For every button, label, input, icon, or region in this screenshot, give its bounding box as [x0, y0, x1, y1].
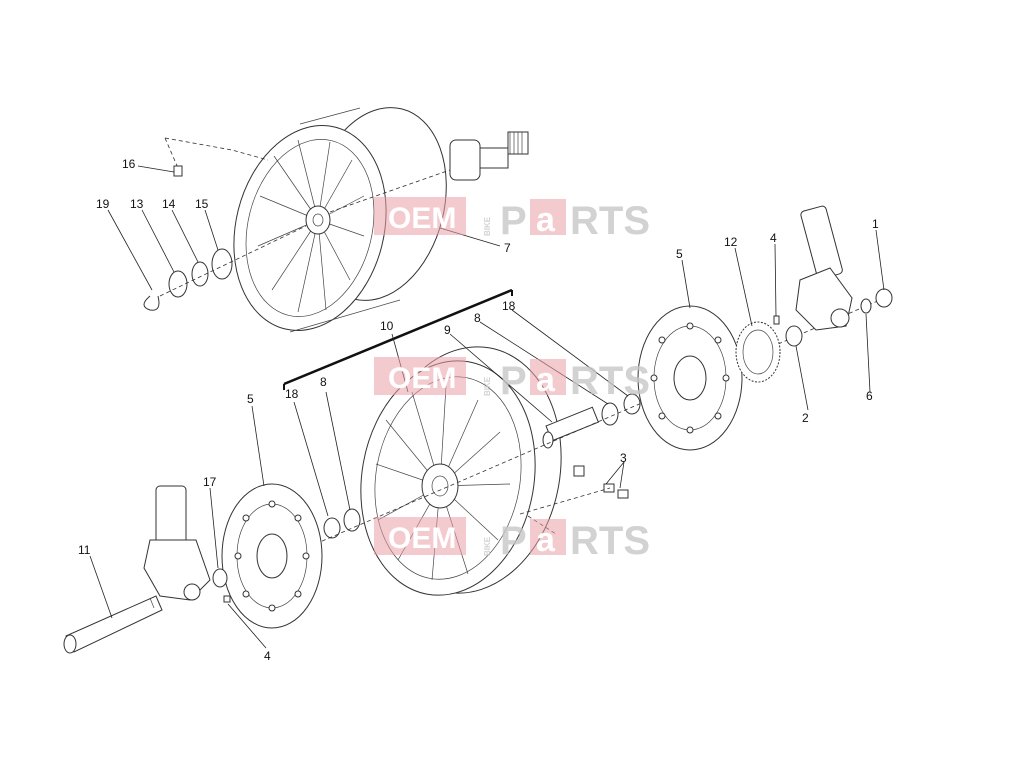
assembly-divider — [283, 288, 513, 386]
bolt-3c — [617, 489, 629, 499]
label-15: 15 — [195, 197, 209, 211]
spacer-17 — [212, 568, 228, 588]
watermark-bike-3: BIKE — [483, 536, 492, 556]
bearing-8-right — [601, 402, 619, 426]
label-9: 9 — [444, 323, 451, 337]
bolt-3a — [573, 465, 585, 477]
part-labels: 16 19 13 14 15 7 10 9 8 18 5 12 4 1 2 6 … — [78, 157, 879, 663]
watermark-oem: OEM — [388, 202, 456, 235]
bearing-8-left — [343, 508, 361, 532]
label-1: 1 — [872, 217, 879, 231]
bearing-13 — [168, 270, 188, 298]
label-16: 16 — [122, 157, 136, 171]
watermark-oem-2: OEM — [388, 362, 456, 395]
leader-lines — [89, 165, 885, 649]
watermark-p-3: P — [500, 519, 527, 563]
seal-6 — [860, 298, 872, 314]
front-axle-11 — [63, 595, 163, 654]
label-8-top: 8 — [474, 311, 481, 325]
watermark-rts-3: RTS — [570, 519, 650, 563]
rear-hub — [305, 205, 331, 235]
watermark-bike: BIKE — [483, 216, 492, 236]
watermark-a-3: a — [536, 521, 556, 559]
nut-1 — [875, 288, 893, 308]
spacer-14 — [191, 261, 209, 287]
label-18-left: 18 — [285, 387, 299, 401]
tone-wheel-12 — [735, 321, 781, 383]
watermark-oem-3: OEM — [388, 522, 456, 555]
watermark-rts: RTS — [570, 199, 650, 243]
label-2: 2 — [802, 411, 809, 425]
watermark-a: a — [536, 201, 556, 239]
label-3: 3 — [620, 451, 627, 465]
spacer-2 — [785, 325, 803, 347]
watermark-middle: OEM BIKE P a RTS — [374, 357, 650, 403]
watermark-top: OEM BIKE P a RTS — [374, 197, 650, 243]
screw-4-top — [773, 315, 780, 325]
label-4-top: 4 — [770, 231, 777, 245]
label-17: 17 — [203, 475, 217, 489]
label-19: 19 — [96, 197, 110, 211]
label-6: 6 — [866, 389, 873, 403]
front-wheel-assembly — [231, 299, 881, 596]
rear-wheel-assembly — [143, 107, 529, 333]
valve-part-16 — [173, 165, 183, 177]
front-hub — [421, 463, 459, 509]
circlip-19 — [143, 295, 160, 311]
brake-disc-left — [221, 483, 323, 629]
watermark-p-2: P — [500, 359, 527, 403]
fork-leg-left — [143, 485, 231, 603]
label-8-left: 8 — [320, 375, 327, 389]
label-11: 11 — [78, 543, 91, 557]
watermark-a-2: a — [536, 361, 556, 399]
label-18-top: 18 — [502, 299, 516, 313]
brake-disc-right — [637, 305, 743, 451]
label-5-right: 5 — [676, 247, 683, 261]
seal-18-left — [323, 517, 341, 539]
label-7: 7 — [504, 241, 511, 255]
screw-4-bottom — [223, 595, 231, 603]
label-14: 14 — [162, 197, 176, 211]
fork-leg-right — [773, 205, 893, 347]
rear-rim-inner — [245, 139, 375, 317]
watermark-bottom: OEM BIKE P a RTS — [374, 517, 650, 563]
watermark-bike-2: BIKE — [483, 376, 492, 396]
label-13: 13 — [130, 197, 144, 211]
label-5-left: 5 — [247, 392, 254, 406]
seal-15 — [211, 248, 233, 280]
watermark-rts-2: RTS — [570, 359, 650, 403]
rear-hub-flange — [449, 131, 529, 181]
watermark-p: P — [500, 199, 527, 243]
label-10: 10 — [380, 319, 394, 333]
label-12: 12 — [724, 235, 738, 249]
label-4-bottom: 4 — [264, 649, 271, 663]
